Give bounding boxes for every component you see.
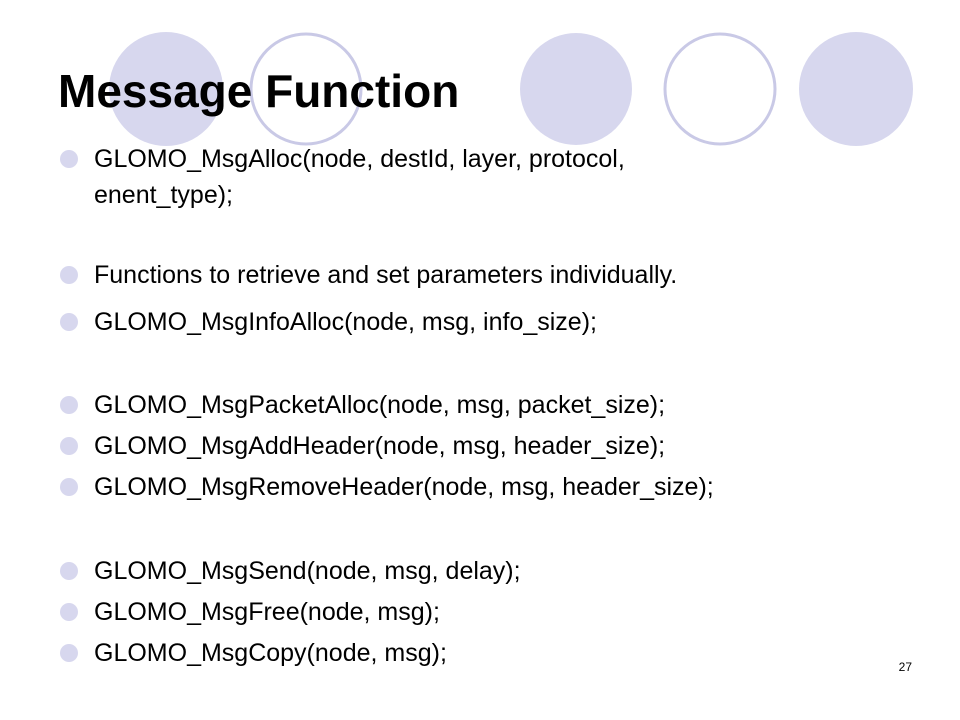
bullet-dot-icon — [60, 313, 78, 331]
bullet-dot-icon — [60, 562, 78, 580]
outline-circle-1 — [249, 32, 363, 146]
outline-circle-2 — [663, 32, 777, 146]
bullet-text: GLOMO_MsgInfoAlloc(node, msg, info_size)… — [94, 308, 597, 336]
filled-circle-3 — [799, 32, 913, 146]
bullet-text: GLOMO_MsgAlloc(node, destId, layer, prot… — [94, 145, 625, 173]
bullet-dot-icon — [60, 396, 78, 414]
bullet-dot-icon — [60, 644, 78, 662]
bullet-item: GLOMO_MsgAddHeader(node, msg, header_siz… — [60, 428, 665, 464]
bullet-item: GLOMO_MsgSend(node, msg, delay); — [60, 553, 521, 589]
bullet-item: GLOMO_MsgInfoAlloc(node, msg, info_size)… — [60, 304, 597, 340]
bullet-text: GLOMO_MsgCopy(node, msg); — [94, 639, 447, 667]
bullet-item: GLOMO_MsgRemoveHeader(node, msg, header_… — [60, 469, 714, 505]
bullet-dot-icon — [60, 266, 78, 284]
bullet-item: GLOMO_MsgFree(node, msg); — [60, 594, 440, 630]
bullet-item: GLOMO_MsgCopy(node, msg); — [60, 635, 447, 671]
bullet-text: GLOMO_MsgPacketAlloc(node, msg, packet_s… — [94, 391, 666, 419]
bullet-item: Functions to retrieve and set parameters… — [60, 257, 677, 293]
bullet-dot-icon — [60, 437, 78, 455]
filled-circle-2 — [520, 33, 632, 145]
slide-title: Message Function — [58, 65, 460, 117]
bullet-dot-icon — [60, 150, 78, 168]
bullet-text: Functions to retrieve and set parameters… — [94, 261, 678, 289]
bullet-dot-icon — [60, 603, 78, 621]
bullet-text: GLOMO_MsgFree(node, msg); — [94, 598, 440, 626]
bullet-text-continuation: enent_type); — [94, 181, 233, 209]
bullet-item: GLOMO_MsgPacketAlloc(node, msg, packet_s… — [60, 387, 665, 423]
page-number: 27 — [898, 660, 912, 674]
bullet-item: GLOMO_MsgAlloc(node, destId, layer, prot… — [60, 141, 625, 213]
bullet-text: GLOMO_MsgAddHeader(node, msg, header_siz… — [94, 432, 666, 460]
bullet-text: GLOMO_MsgRemoveHeader(node, msg, header_… — [94, 473, 714, 501]
filled-circle-1 — [109, 32, 223, 146]
bullet-dot-icon — [60, 478, 78, 496]
bullet-text: GLOMO_MsgSend(node, msg, delay); — [94, 557, 521, 585]
